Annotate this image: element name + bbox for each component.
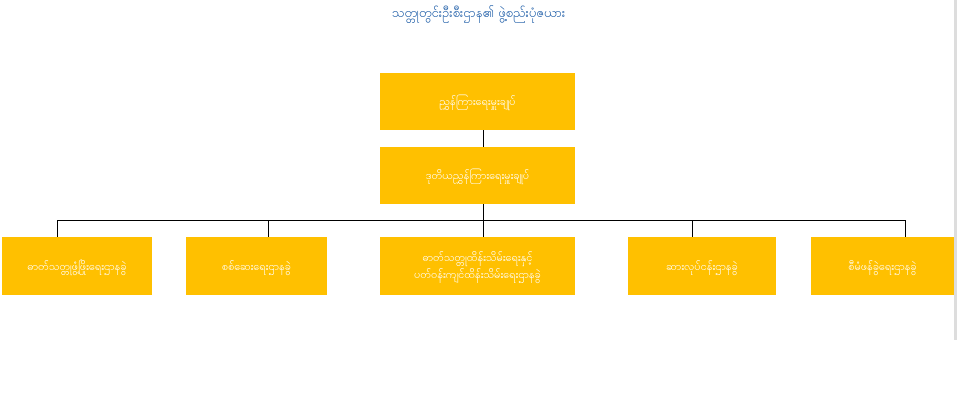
node-administration-division: စီမံဖန်ခွဲရေးဌာနခွဲ — [811, 237, 954, 295]
node-conservation-environment-division-label-1: ဓာတ်သတ္တုထိန်းသိမ်းရေးနှင့် — [422, 251, 533, 264]
connector-top-deputy — [483, 130, 484, 147]
node-director-general: ညွှန်ကြားရေးမှူးချုပ် — [380, 73, 575, 130]
connector-drop-4 — [692, 220, 693, 237]
node-mineral-development-division-label: ဓာတ်သတ္တုဖွံ့ဖြိုးရေးဌာနခွဲ — [27, 259, 127, 273]
connector-drop-2 — [268, 220, 269, 237]
node-conservation-environment-division: ဓာတ်သတ္တုထိန်းသိမ်းရေးနှင့် ပတ်ဝန်းကျင်ထ… — [380, 237, 575, 295]
node-deputy-director-general: ဒုတိယညွှန်ကြားရေးမှူးချုပ် — [380, 147, 575, 204]
node-salt-industry-division-label: ဆားလုပ်ငန်းဌာနခွဲ — [666, 259, 738, 273]
node-conservation-environment-division-label-2: ပတ်ဝန်းကျင်ထိန်းသိမ်းရေးဌာနခွဲ — [414, 268, 541, 281]
connector-drop-3 — [483, 220, 484, 237]
chart-title: သတ္တုတွင်းဦးစီးဌာန၏ ဖွဲ့စည်းပုံဇယား — [391, 6, 566, 21]
connector-drop-1 — [57, 220, 58, 237]
node-inspection-division-label: စစ်ဆေးရေးဌာနခွဲ — [222, 259, 291, 273]
node-salt-industry-division: ဆားလုပ်ငန်းဌာနခွဲ — [628, 237, 776, 295]
connector-deputy-bus — [483, 204, 484, 220]
node-administration-division-label: စီမံဖန်ခွဲရေးဌာနခွဲ — [848, 259, 917, 273]
node-deputy-director-general-label: ဒုတိယညွှန်ကြားရေးမှူးချုပ် — [425, 169, 530, 182]
connector-bus — [57, 220, 906, 221]
page-edge — [954, 0, 957, 340]
node-inspection-division: စစ်ဆေးရေးဌာနခွဲ — [186, 237, 327, 295]
node-mineral-development-division: ဓာတ်သတ္တုဖွံ့ဖြိုးရေးဌာနခွဲ — [2, 237, 152, 295]
connector-drop-5 — [905, 220, 906, 237]
node-director-general-label: ညွှန်ကြားရေးမှူးချုပ် — [439, 95, 516, 108]
